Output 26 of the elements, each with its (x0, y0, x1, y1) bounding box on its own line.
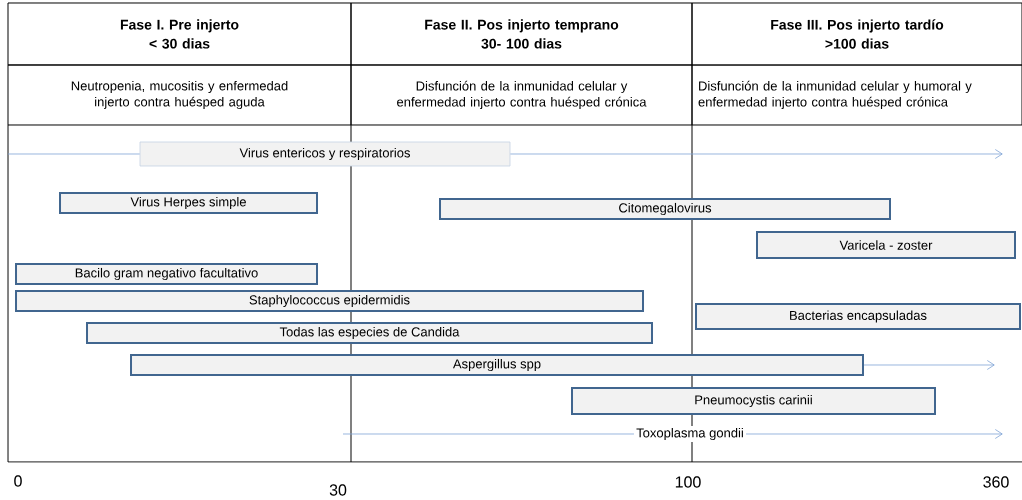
range-bar: Todas las especies de Candida (86, 322, 653, 344)
range-bar: Staphylococcus epidermidis (15, 290, 644, 312)
range-bar: Virus entericos y respiratorios (139, 141, 511, 167)
description-cell: Disfunción de la inmunidad celular y humoral y enfermedad injerto contra huésped crónica (691, 64, 1022, 126)
axis-tick-label: 0 (14, 475, 22, 487)
range-bar: Bacterias encapsuladas (695, 303, 1021, 330)
phase-header-cell: Fase I. Pre injerto < 30 dias (7, 2, 352, 66)
range-bar: Varicela - zoster (756, 231, 1016, 259)
axis-tick-label: 30 (329, 484, 347, 496)
connector-line (7, 153, 140, 155)
range-bar: Pneumocystis carinii (571, 387, 936, 415)
arrow (745, 429, 1003, 439)
range-bar: Citomegalovirus (439, 198, 891, 220)
range-bar: Virus Herpes simple (59, 192, 318, 214)
range-bar: Aspergillus spp (130, 354, 864, 376)
arrow (510, 149, 1003, 159)
description-cell: Disfunción de la inmunidad celular y enfermedad injerto contra huésped crónica (350, 64, 693, 126)
arrow (863, 360, 995, 370)
connector-line (342, 433, 635, 435)
range-label: Toxoplasma gondii (634, 425, 746, 443)
axis-tick-label: 360 (983, 476, 1009, 488)
description-cell: Neutropenia, mucositis y enfermedad injerto contra huésped aguda (7, 64, 352, 126)
range-bar: Bacilo gram negativo facultativo (15, 263, 318, 285)
axis-tick-label: 100 (675, 476, 701, 488)
phase-header-cell: Fase III. Pos injerto tardío >100 dias (691, 2, 1022, 66)
phase-header-cell: Fase II. Pos injerto temprano 30- 100 dias (350, 2, 693, 66)
